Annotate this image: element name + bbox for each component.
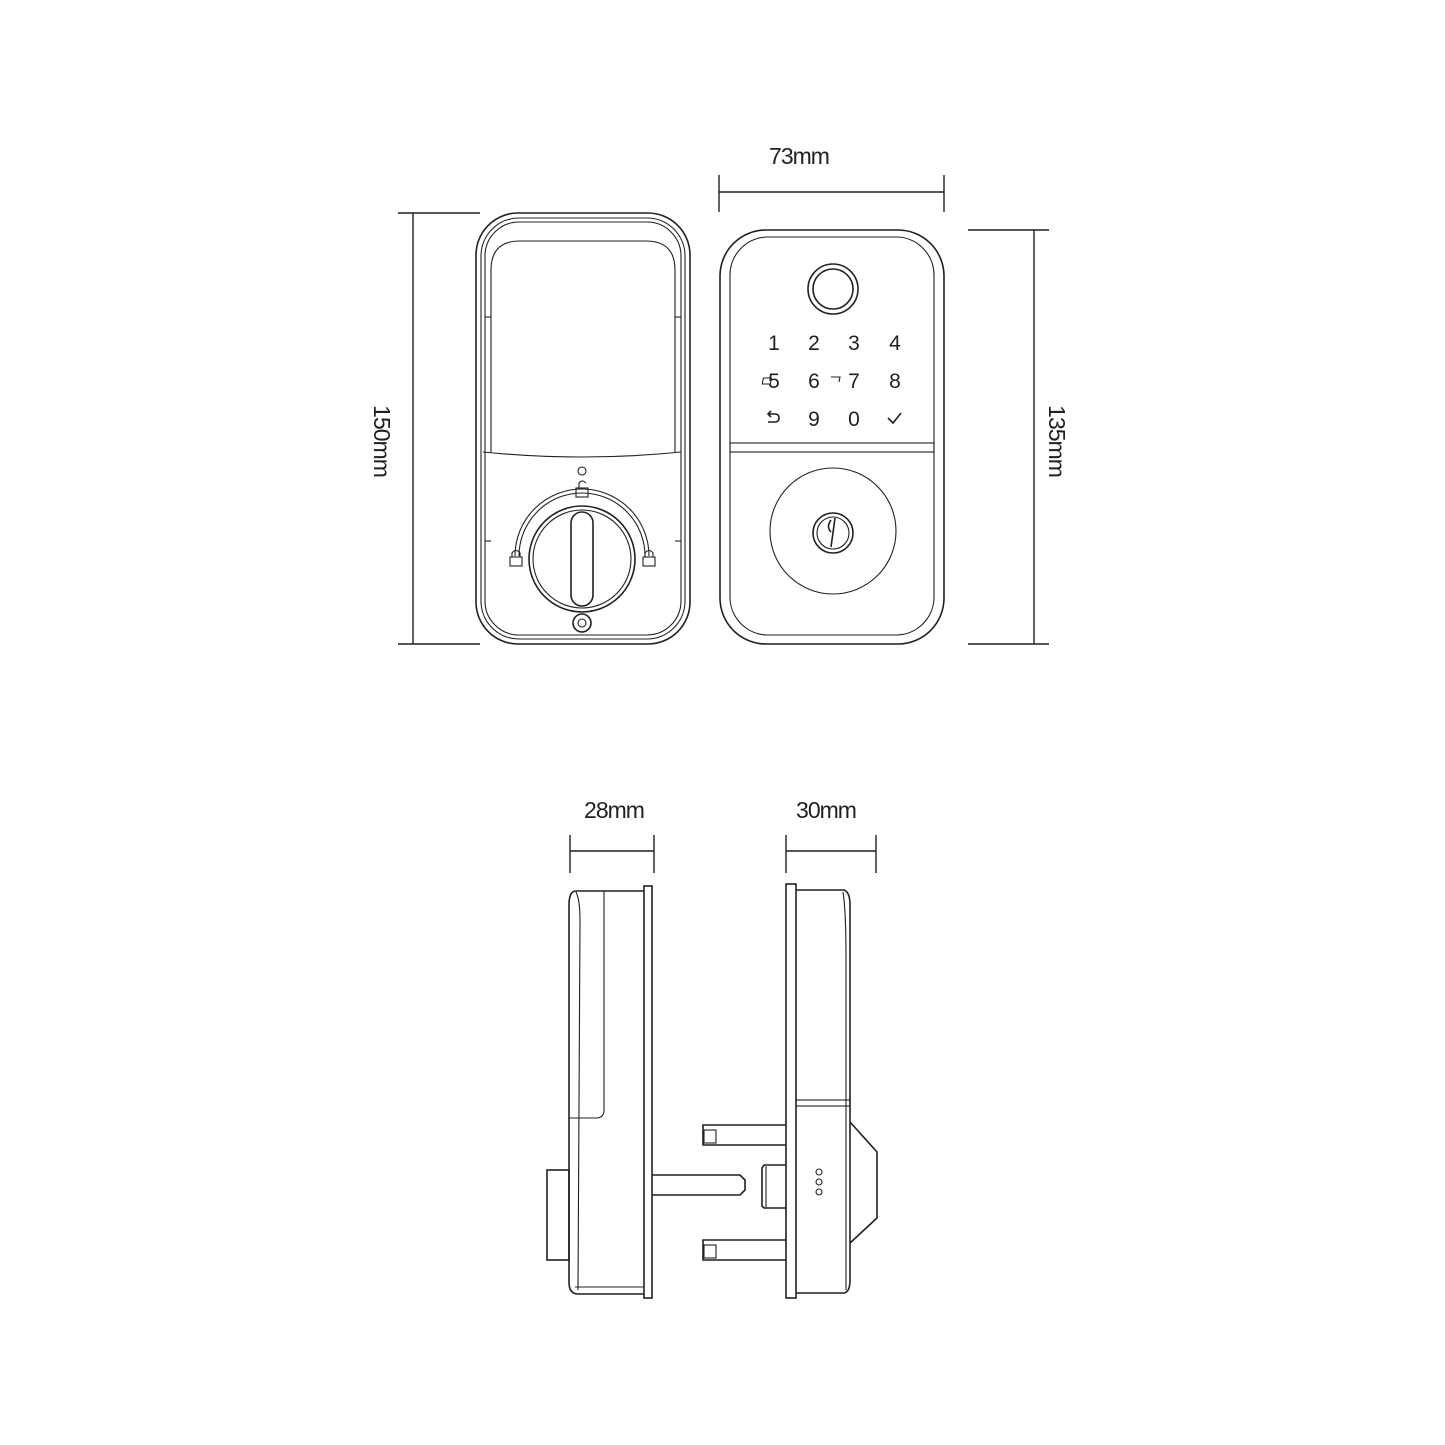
exterior-unit-front-view: 1 2 3 4 5 6 7 8 9 0 [719,229,945,645]
thumbturn[interactable] [528,505,636,613]
reset-dots-icon [815,1168,823,1196]
lock-icon-right [642,549,656,567]
back-arrow-icon[interactable] [766,410,780,423]
mounting-post-bottom [702,1239,786,1261]
mounting-post-top [702,1124,786,1146]
key-1[interactable]: 1 [768,332,780,355]
dimension-label-135mm: 135mm [1044,405,1070,477]
dimension-label-28mm: 28mm [584,797,644,823]
dimension-30mm: 30mm [785,797,877,873]
dimension-150mm: 150mm [369,212,480,645]
cylinder-tail [761,1164,786,1209]
unlock-icon [575,480,589,498]
dimension-label-73mm: 73mm [769,143,829,169]
key-5[interactable]: 5 [768,370,780,393]
key-2[interactable]: 2 [808,332,820,355]
key-0[interactable]: 0 [848,408,860,431]
exterior-unit-side-view [702,883,878,1299]
interior-unit-front-view [475,212,691,645]
card-icon [761,376,841,385]
divider-band [729,442,935,453]
key-7[interactable]: 7 [848,370,860,393]
screw-icon [572,613,592,633]
interior-unit-side-view [546,885,746,1299]
key-3[interactable]: 3 [848,332,860,355]
key-9[interactable]: 9 [808,408,820,431]
dimension-label-150mm: 150mm [369,405,395,477]
thumbturn-side [546,1169,570,1261]
keypad: 1 2 3 4 5 6 7 8 9 0 [761,332,902,431]
key-4[interactable]: 4 [889,332,901,355]
fingerprint-sensor-icon[interactable] [807,263,859,315]
dimension-135mm: 135mm [968,229,1070,645]
cylinder-housing [849,1121,878,1244]
indicator-led [577,466,587,476]
dimension-73mm: 73mm [718,143,945,212]
key-8[interactable]: 8 [889,370,901,393]
tailpiece [652,1174,746,1196]
lock-icon-left [509,549,523,567]
dimension-label-30mm: 30mm [796,797,856,823]
key-6[interactable]: 6 [808,370,820,393]
key-cylinder [769,467,897,595]
check-icon[interactable] [887,412,902,425]
dimension-28mm: 28mm [569,797,655,873]
